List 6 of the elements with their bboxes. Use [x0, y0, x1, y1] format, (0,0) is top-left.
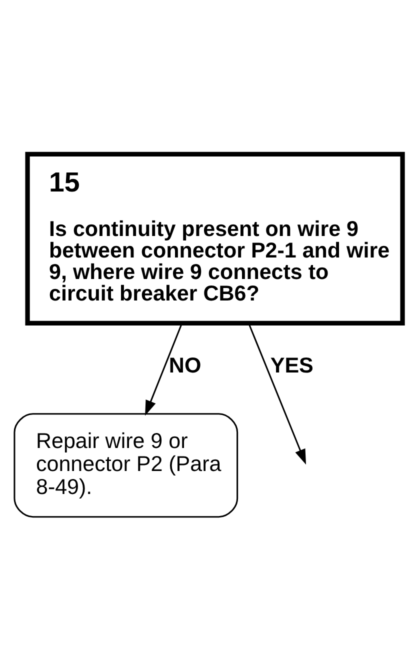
node-box: 15 Is continuity present on wire 9 between connector P2-1 and wire 9, where wire 9 connects to circuit breaker CB6?	[25, 152, 405, 326]
edge-label: NO	[168, 354, 202, 378]
edge-label: YES	[270, 354, 314, 378]
node-box: Repair wire 9 or connector P2 (Para 8-49).	[14, 413, 238, 518]
arrow	[248, 323, 306, 465]
arrow	[145, 323, 183, 416]
